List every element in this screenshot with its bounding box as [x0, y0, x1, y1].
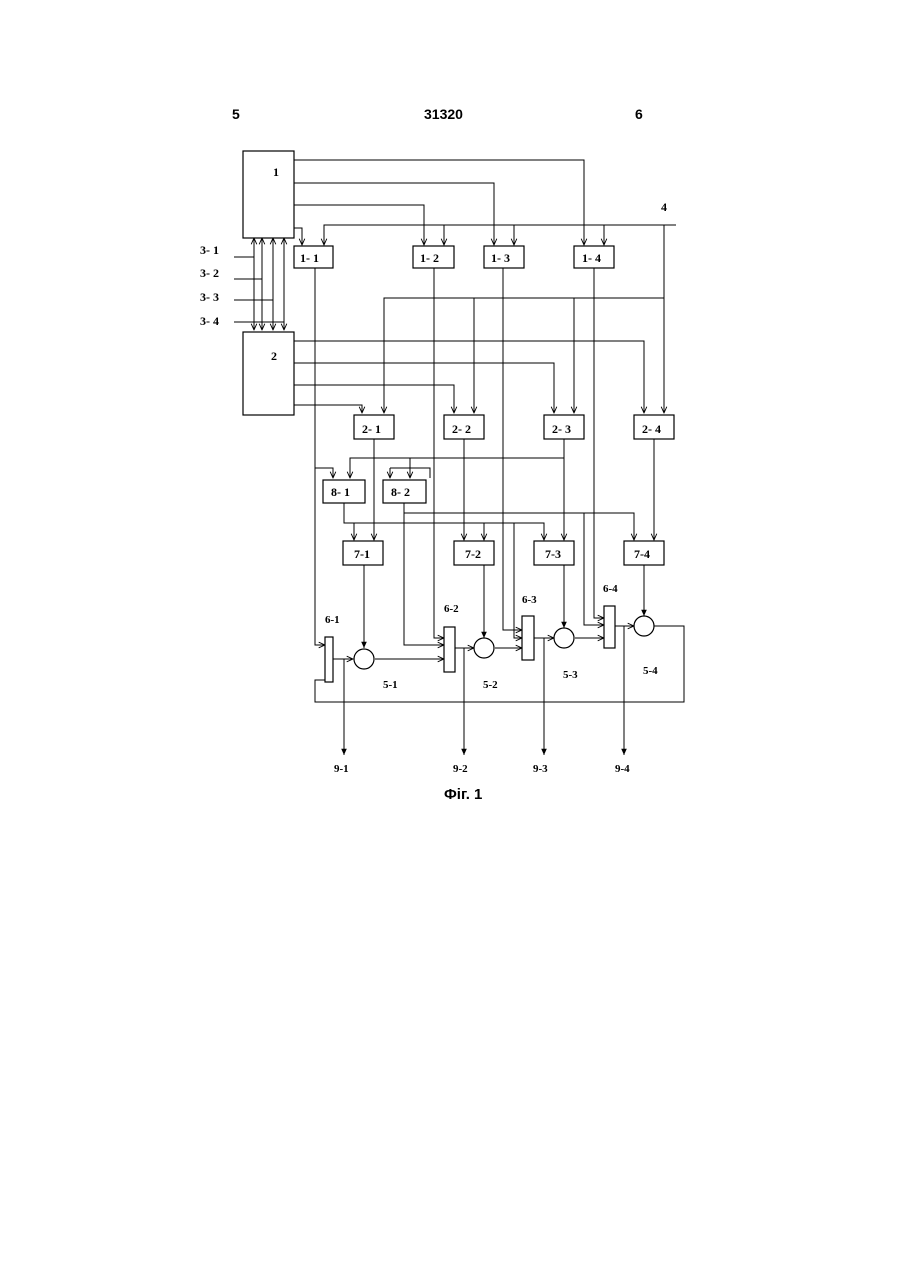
register-6-3-label: 6-3 [522, 594, 537, 606]
wire-1-to-1-1 [294, 228, 302, 245]
adder-5-3 [554, 628, 574, 648]
block-7-4-label: 7-4 [634, 547, 650, 561]
adder-5-4-label: 5-4 [643, 665, 658, 677]
block-2-label: 2 [271, 349, 277, 363]
block-1-2-label: 1- 2 [420, 251, 439, 265]
wire-8-2-bus [404, 503, 634, 540]
block-2 [243, 332, 294, 415]
block-8-2-label: 8- 2 [391, 485, 410, 499]
adder-5-3-label: 5-3 [563, 669, 578, 681]
block-8-1-label: 8- 1 [331, 485, 350, 499]
block-1 [243, 151, 294, 238]
output-9-2-label: 9-2 [453, 763, 468, 775]
register-6-2 [444, 627, 455, 672]
adder-5-4 [634, 616, 654, 636]
adder-5-1-label: 5-1 [383, 679, 398, 691]
register-6-4-label: 6-4 [603, 583, 618, 595]
wire-input-4-bus [324, 225, 676, 245]
input-3-4-label: 3- 4 [200, 314, 219, 328]
figure-caption: Фіг. 1 [444, 786, 482, 803]
wire-2-3-bus [350, 458, 564, 478]
wire-8-x-to-6-3 [514, 523, 522, 638]
block-7-2-label: 7-2 [465, 547, 481, 561]
block-2-2-label: 2- 2 [452, 422, 471, 436]
wire-2-to-2-2 [294, 385, 454, 413]
wire-1-2-to-6-2 [434, 268, 444, 638]
register-6-3 [522, 616, 534, 660]
wire-2-to-2-1 [294, 405, 362, 413]
wire-4-branch [384, 298, 664, 413]
wire-1-1-to-8-1 [315, 468, 333, 478]
register-6-1-label: 6-1 [325, 614, 340, 626]
adder-5-2-label: 5-2 [483, 679, 498, 691]
wire-1-4-to-6-4 [594, 268, 604, 618]
output-9-4-label: 9-4 [615, 763, 630, 775]
register-6-4 [604, 606, 615, 648]
output-9-3-label: 9-3 [533, 763, 548, 775]
block-1-4-label: 1- 4 [582, 251, 601, 265]
block-2-1-label: 2- 1 [362, 422, 381, 436]
wire-8-2-to-6-2 [404, 513, 444, 645]
input-3-2-label: 3- 2 [200, 266, 219, 280]
input-3-3-label: 3- 3 [200, 290, 219, 304]
output-9-1-label: 9-1 [334, 763, 349, 775]
adder-5-1 [354, 649, 374, 669]
input-3-1-label: 3- 1 [200, 243, 219, 257]
register-6-1 [325, 637, 333, 682]
block-2-4-label: 2- 4 [642, 422, 661, 436]
wire-1-1-to-6-1 [315, 268, 325, 645]
block-2-3-label: 2- 3 [552, 422, 571, 436]
block-1-3-label: 1- 3 [491, 251, 510, 265]
input-4-label: 4 [661, 200, 667, 214]
wire-1-3-to-6-3 [503, 268, 522, 630]
block-1-1-label: 1- 1 [300, 251, 319, 265]
register-6-2-label: 6-2 [444, 603, 459, 615]
adder-5-2 [474, 638, 494, 658]
block-1-label: 1 [273, 165, 279, 179]
block-7-3-label: 7-3 [545, 547, 561, 561]
wire-1-to-1-4 [294, 160, 584, 245]
wire-2-to-2-4 [294, 341, 644, 413]
block-7-1-label: 7-1 [354, 547, 370, 561]
